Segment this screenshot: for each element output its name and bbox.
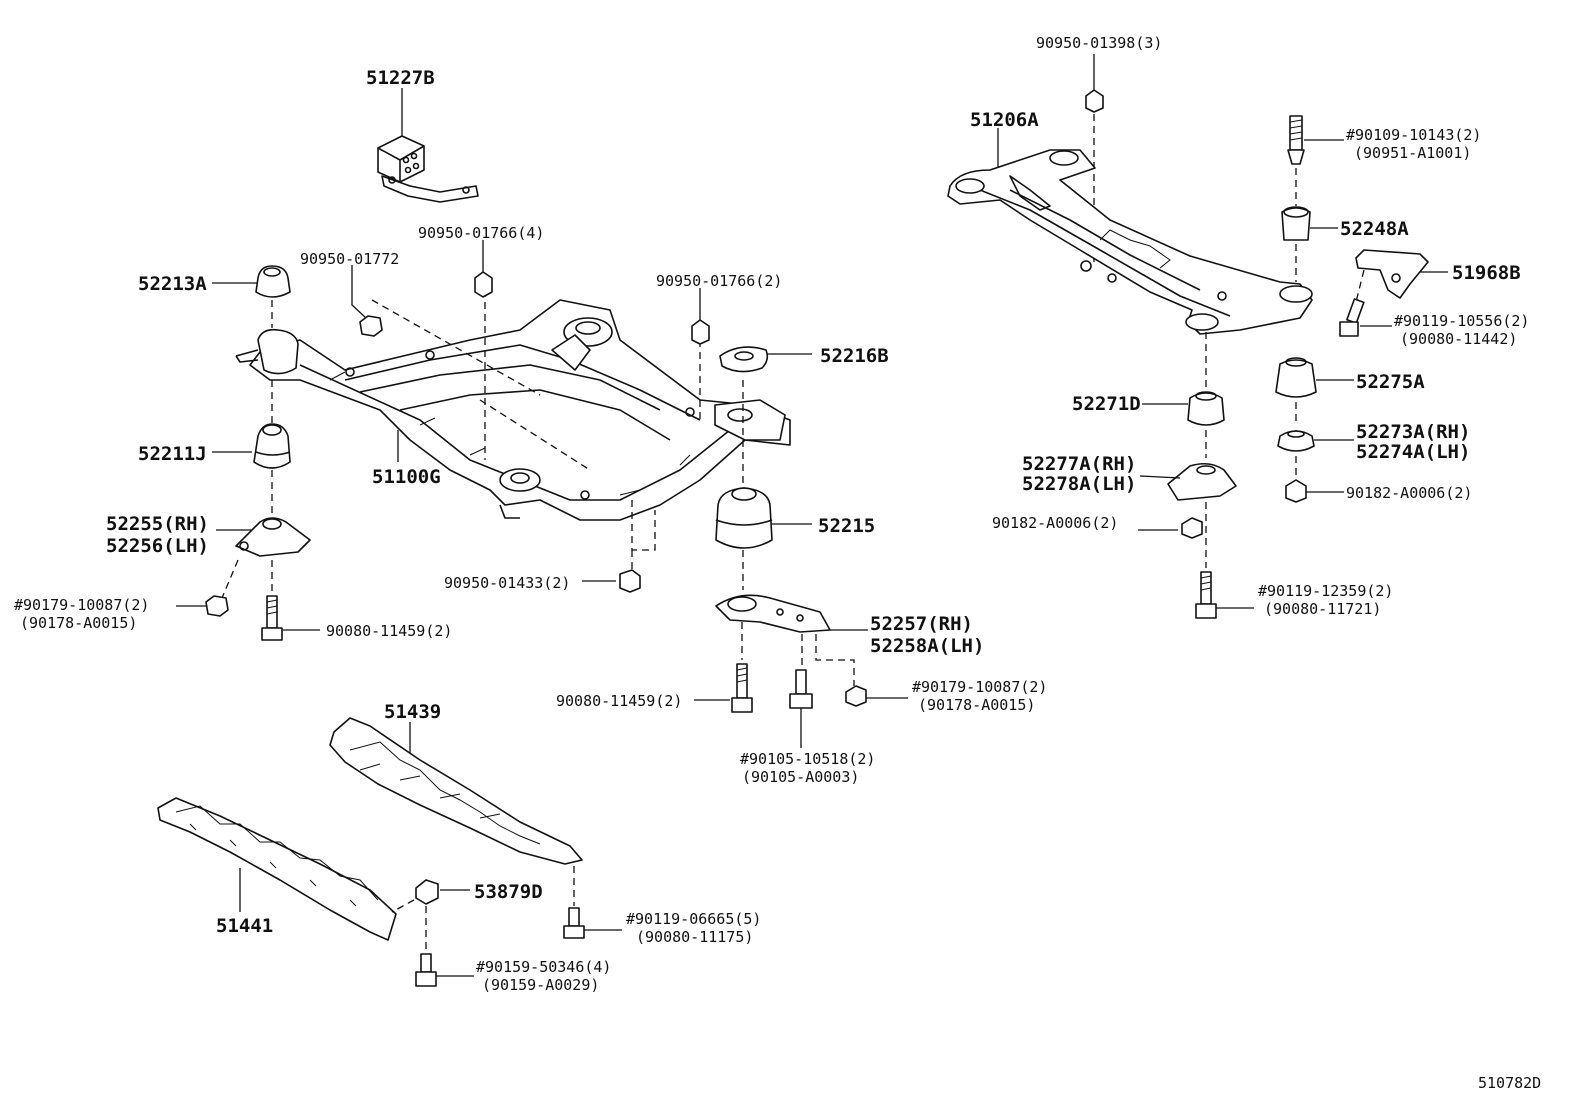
nut-90950-01766-2 bbox=[691, 288, 710, 345]
label-90179-right: #90179-10087(2) bbox=[912, 678, 1047, 696]
label-52273a: 52273A(RH) bbox=[1356, 421, 1470, 443]
label-51206a: 51206A bbox=[970, 109, 1039, 131]
stopper-52277a bbox=[1139, 462, 1237, 501]
label-90182-right: 90182-A0006(2) bbox=[1346, 484, 1472, 502]
label-52255: 52255(RH) bbox=[106, 513, 209, 535]
label-90950-01766-4: 90950-01766(4) bbox=[418, 224, 544, 242]
label-51100g: 51100G bbox=[372, 466, 441, 488]
nut-90182-right bbox=[1285, 479, 1344, 503]
bolt-90119-10556 bbox=[1339, 298, 1392, 337]
label-90119-12359: #90119-12359(2) bbox=[1258, 582, 1393, 600]
label-52216b: 52216B bbox=[820, 345, 889, 367]
label-52271d: 52271D bbox=[1072, 393, 1141, 415]
nut-90179-left bbox=[176, 595, 229, 617]
label-52213a: 52213A bbox=[138, 273, 207, 295]
label-52258a: 52258A(LH) bbox=[870, 635, 984, 657]
label-51439: 51439 bbox=[384, 701, 441, 723]
label-52278a: 52278A(LH) bbox=[1022, 473, 1136, 495]
label-90109-10143: #90109-10143(2) bbox=[1346, 126, 1481, 144]
label-90105-a0003: (90105-A0003) bbox=[742, 768, 859, 786]
label-90105-10518: #90105-10518(2) bbox=[740, 750, 875, 768]
stud-90109-10143 bbox=[1287, 115, 1344, 165]
nut-90950-01433 bbox=[582, 569, 641, 593]
washer-52273a bbox=[1277, 430, 1354, 452]
label-90950-01433: 90950-01433(2) bbox=[444, 574, 570, 592]
label-90119-10556: #90119-10556(2) bbox=[1394, 312, 1529, 330]
bolt-90119-12359 bbox=[1195, 571, 1254, 619]
label-90080-11175: (90080-11175) bbox=[636, 928, 753, 946]
suspension-member-51100g bbox=[235, 299, 791, 521]
diagram-id: 510782D bbox=[1478, 1074, 1541, 1092]
bolt-90080-11459-right bbox=[694, 663, 753, 713]
label-52274a: 52274A(LH) bbox=[1356, 441, 1470, 463]
nut-90182-left bbox=[1138, 517, 1203, 539]
label-90178-right: (90178-A0015) bbox=[918, 696, 1035, 714]
label-52215: 52215 bbox=[818, 515, 875, 537]
label-51441: 51441 bbox=[216, 915, 273, 937]
label-90178-left: (90178-A0015) bbox=[20, 614, 137, 632]
bushing-52211j bbox=[212, 423, 291, 469]
label-90179-left: #90179-10087(2) bbox=[14, 596, 149, 614]
label-51227b: 51227B bbox=[366, 67, 435, 89]
label-52275a: 52275A bbox=[1356, 371, 1425, 393]
clip-53879d bbox=[415, 879, 470, 905]
sensor-51227b bbox=[377, 88, 479, 203]
bushing-52275a bbox=[1275, 357, 1354, 398]
mount-52215 bbox=[715, 487, 812, 549]
bushing-52271d bbox=[1142, 391, 1225, 426]
bushing-52248a bbox=[1281, 206, 1338, 241]
label-90950-01766-2: 90950-01766(2) bbox=[656, 272, 782, 290]
label-90950-01772: 90950-01772 bbox=[300, 250, 399, 268]
label-90159-50346: #90159-50346(4) bbox=[476, 958, 611, 976]
label-90080-11721: (90080-11721) bbox=[1264, 600, 1381, 618]
label-90080-11459-right: 90080-11459(2) bbox=[556, 692, 682, 710]
cover-51439 bbox=[329, 717, 583, 865]
nut-90950-01772 bbox=[351, 265, 383, 337]
stopper-52255 bbox=[216, 517, 311, 557]
label-90080-11459-left: 90080-11459(2) bbox=[326, 622, 452, 640]
label-52277a: 52277A(RH) bbox=[1022, 453, 1136, 475]
nut-90950-01398 bbox=[1085, 54, 1104, 113]
nut-90950-01766-4 bbox=[474, 240, 493, 298]
label-52248a: 52248A bbox=[1340, 218, 1409, 240]
bracket-51968b bbox=[1355, 249, 1448, 299]
label-90182-left: 90182-A0006(2) bbox=[992, 514, 1118, 532]
label-90080-11442: (90080-11442) bbox=[1400, 330, 1517, 348]
label-52211j: 52211J bbox=[138, 443, 207, 465]
label-53879d: 53879D bbox=[474, 881, 543, 903]
label-52257: 52257(RH) bbox=[870, 613, 973, 635]
bolt-90119-06665 bbox=[563, 907, 622, 939]
member-51206a bbox=[947, 128, 1313, 335]
washer-52216b bbox=[719, 346, 812, 373]
bolt-90080-11459-left bbox=[261, 595, 320, 641]
bolt-90105-10518 bbox=[789, 669, 813, 748]
label-90119-06665: #90119-06665(5) bbox=[626, 910, 761, 928]
nut-90179-right bbox=[845, 685, 908, 707]
bracket-52257 bbox=[715, 594, 868, 633]
bushing-52213a bbox=[212, 265, 291, 298]
shield-51441 bbox=[157, 797, 397, 941]
label-90951-a1001: (90951-A1001) bbox=[1354, 144, 1471, 162]
label-52256: 52256(LH) bbox=[106, 535, 209, 557]
label-90950-01398: 90950-01398(3) bbox=[1036, 34, 1162, 52]
bolt-90159-50346 bbox=[415, 953, 474, 987]
label-90159-a0029: (90159-A0029) bbox=[482, 976, 599, 994]
label-51968b: 51968B bbox=[1452, 262, 1521, 284]
